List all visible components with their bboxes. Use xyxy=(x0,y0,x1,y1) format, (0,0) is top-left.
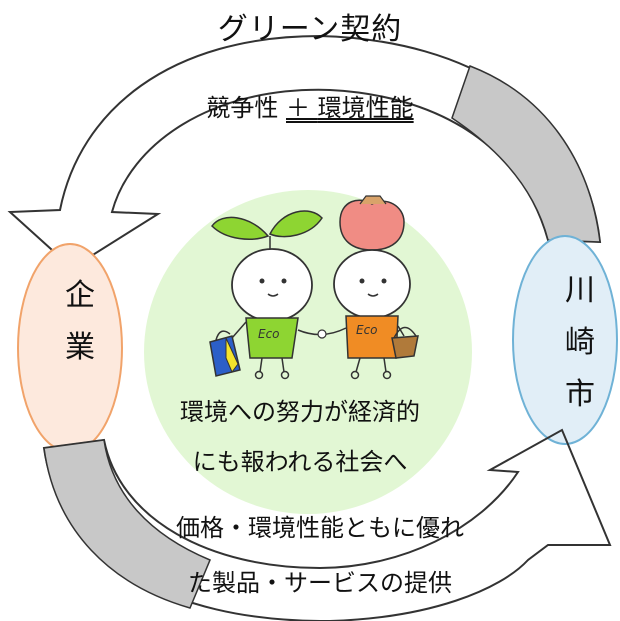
arrow-top-shade xyxy=(451,65,601,243)
mascot-orange: Eco xyxy=(333,195,419,380)
mascot-green: Eco xyxy=(209,210,323,380)
caption-competition-env-performance: 競争性 ＋ 環境性能 xyxy=(0,88,620,123)
city-char-1: 川 xyxy=(565,273,595,308)
center-text-line-2: にも報われる社会へ xyxy=(192,448,408,476)
company-char-1: 企 xyxy=(65,278,95,313)
caption-env-performance: 環境性能 xyxy=(317,94,414,122)
caption-competition: 競争性 xyxy=(206,94,279,122)
city-label: 川 崎 市 xyxy=(560,265,600,421)
company-label: 企 業 xyxy=(60,270,100,374)
caption-plus-sign: ＋ xyxy=(286,94,310,122)
bottom-text-line-2: た製品・サービスの提供 xyxy=(188,569,452,597)
mascot-eco-label-2: Eco xyxy=(356,323,378,337)
center-text-line-1: 環境への努力が経済的 xyxy=(180,398,420,426)
city-char-3: 市 xyxy=(565,377,595,412)
sprout-leaf-left-icon xyxy=(211,216,270,240)
mascot-eco-label: Eco xyxy=(258,327,280,341)
arrow-bottom-shade xyxy=(43,439,211,609)
basket-icon xyxy=(391,335,419,359)
hat-icon xyxy=(339,199,405,251)
title-green-contract: グリーン契約 xyxy=(217,12,403,47)
city-char-2: 崎 xyxy=(565,325,595,360)
sprout-leaf-right-icon xyxy=(268,210,323,238)
company-char-2: 業 xyxy=(65,330,95,365)
arrow-top-to-company xyxy=(7,34,602,270)
bottom-text-line-1: 価格・環境性能ともに優れ xyxy=(176,514,464,542)
caption-plus-env: ＋ 環境性能 xyxy=(286,94,414,122)
city-ellipse xyxy=(512,235,618,445)
